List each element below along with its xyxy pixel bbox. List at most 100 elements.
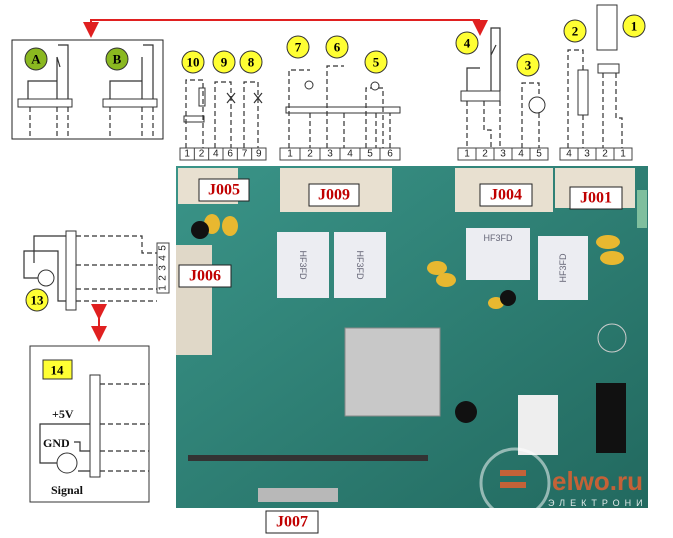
label-j004: J004 (479, 183, 533, 207)
connector-label: J009 (318, 187, 350, 204)
badge-6: 6 (325, 35, 349, 59)
schematic-top (183, 4, 623, 148)
pin-number: 6 (387, 149, 393, 160)
red-arrow-ab (83, 19, 480, 38)
relay-label: HF3FD (298, 251, 308, 281)
badge-10: 10 (181, 50, 205, 74)
badge-text: 1 (631, 19, 638, 34)
label-j001: J001 (569, 186, 623, 210)
pin-number: 1 (158, 285, 169, 291)
label-j007: J007 (265, 510, 319, 534)
badge-3: 3 (516, 53, 540, 77)
relay: HF3FD (466, 228, 530, 280)
watermark-brand: elwo.ru (552, 466, 643, 496)
component-badges: 10 9 8 7 6 5 4 3 2 1 13 (25, 14, 646, 312)
label-5v: +5V (52, 407, 74, 421)
pin-number: 2 (602, 149, 608, 160)
capacitors (204, 214, 624, 309)
pin-number: 9 (256, 149, 262, 160)
badge-text: 5 (373, 55, 380, 70)
electrolytic-capacitors (191, 221, 626, 453)
relay: HF3FD (538, 236, 588, 300)
badge-text: 4 (464, 36, 471, 51)
pin-header (188, 455, 428, 461)
badge-7: 7 (286, 35, 310, 59)
pump-motor-icon (528, 96, 546, 114)
badge-14: 14 (51, 363, 65, 378)
pin-number: 1 (464, 149, 470, 160)
pin-number: 3 (500, 149, 506, 160)
inset-box-ab: A B (11, 39, 164, 140)
relay: HF3FD (277, 232, 329, 298)
badge-text: 3 (525, 58, 532, 73)
filter-icon (596, 4, 618, 51)
heater-icon (577, 69, 589, 116)
connector-label: J001 (580, 190, 612, 207)
label-j005: J005 (198, 178, 250, 202)
sensor-box-14: 14 +5V GND Signal (29, 345, 150, 503)
pcb-board: HF3FD HF3FD HF3FD HF3FD (176, 166, 648, 508)
door-lock-switch-icon (466, 27, 501, 91)
pin-number: 2 (482, 149, 488, 160)
transformer (518, 395, 558, 455)
badge-text: 7 (295, 40, 302, 55)
badge-a: A (31, 52, 41, 67)
badge-b: B (113, 52, 122, 67)
badge-text: 13 (31, 293, 45, 308)
pin-number: 3 (327, 149, 333, 160)
badge-text: 10 (187, 55, 200, 70)
pin-number: 2 (158, 275, 169, 281)
badge-text: 6 (334, 40, 341, 55)
pin-number: 3 (584, 149, 590, 160)
watermark-logo: elwo.ru ЭЛЕКТРОНИКА (479, 447, 664, 519)
label-j009: J009 (308, 183, 360, 207)
pin-number: 3 (158, 265, 169, 271)
connector-label: J004 (490, 187, 522, 204)
label-signal: Signal (51, 483, 84, 497)
motor-icon (304, 80, 314, 90)
connector-label: J007 (276, 514, 308, 531)
badge-text: 2 (572, 24, 579, 39)
badge-13: 13 (25, 288, 49, 312)
badge-text: 8 (248, 55, 255, 70)
relay-label: HF3FD (558, 253, 568, 283)
pin-number: 2 (199, 149, 205, 160)
relay-label: HF3FD (484, 233, 514, 243)
pin-number: 4 (158, 255, 169, 261)
pin-number: 6 (227, 149, 233, 160)
thermistor-icon (198, 87, 206, 107)
pin-number: 1 (287, 149, 293, 160)
pin-number: 7 (242, 149, 248, 160)
pin-number: 4 (213, 149, 219, 160)
label-gnd: GND (43, 436, 70, 450)
connector-j007-housing (258, 488, 338, 502)
pin-number: 1 (620, 149, 626, 160)
pump-icon (370, 81, 380, 91)
valve-icon (226, 92, 263, 104)
board-marking (597, 323, 627, 353)
label-j006: J006 (178, 264, 232, 288)
pin-number: 4 (347, 149, 353, 160)
connector-j006-housing (176, 245, 212, 355)
badge-9: 9 (212, 50, 236, 74)
badge-5: 5 (364, 50, 388, 74)
resistor (637, 190, 647, 228)
badge-1: 1 (622, 14, 646, 38)
pressure-sensor-icon (37, 269, 55, 287)
pin-number: 5 (158, 245, 169, 251)
relay: HF3FD (334, 232, 386, 298)
relay-label: HF3FD (355, 251, 365, 281)
badge-text: 9 (221, 55, 228, 70)
pin-number: 2 (307, 149, 313, 160)
sensor-13-schematic (23, 230, 157, 342)
connector-label: J005 (208, 182, 240, 199)
heatsink (344, 327, 441, 417)
badge-4: 4 (455, 31, 479, 55)
badge-8: 8 (239, 50, 263, 74)
pin-number: 4 (518, 149, 524, 160)
